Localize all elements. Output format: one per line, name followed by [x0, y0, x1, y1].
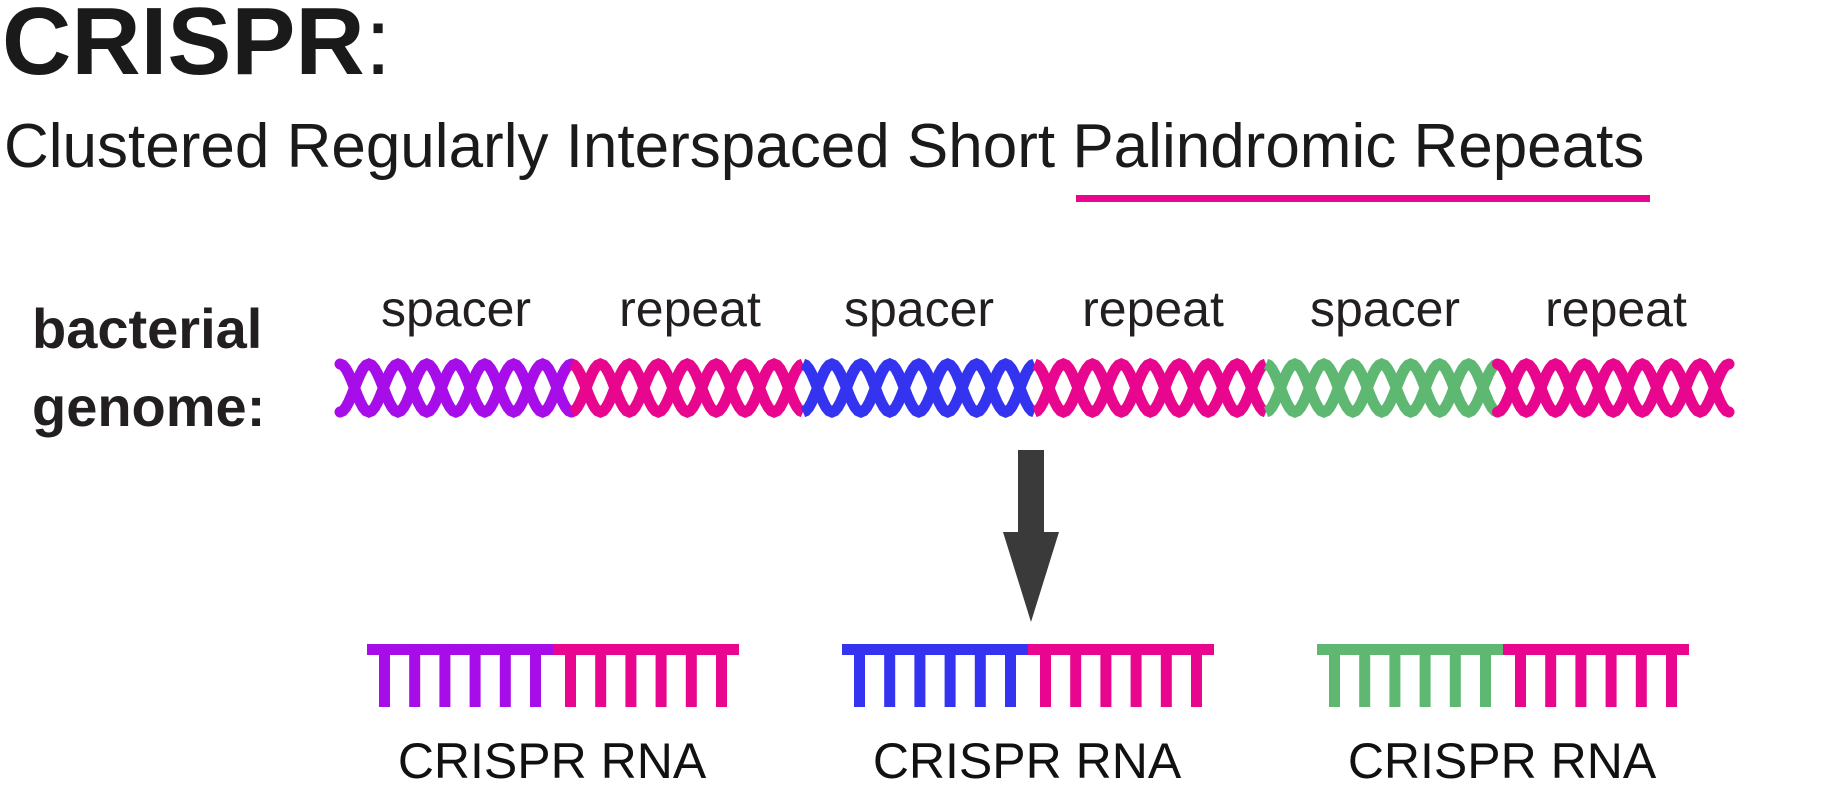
rna-spacer-base	[1359, 644, 1371, 707]
arrow-shaft	[1018, 450, 1044, 540]
rna-spacer-base	[469, 644, 481, 707]
rna-repeat-base	[685, 644, 697, 707]
rna-repeat-base	[1191, 644, 1202, 707]
helix-strand-spacer	[800, 358, 1037, 418]
rna-repeat-backbone	[553, 644, 739, 655]
rna-spacer-base	[1329, 644, 1340, 707]
rna-repeat-base	[1040, 644, 1051, 707]
genome-label-line1: bacterial	[32, 297, 263, 360]
dna-helix	[334, 358, 1735, 418]
rna-repeat-base	[716, 644, 727, 707]
segment-label: repeat	[1082, 281, 1224, 337]
rna-repeat-base	[655, 644, 667, 707]
arrow-head	[1003, 532, 1059, 622]
rna-repeat-base	[565, 644, 576, 707]
rna-repeat-base	[1635, 644, 1647, 707]
rna-repeat-base	[1575, 644, 1587, 707]
rna-repeat-base	[1666, 644, 1677, 707]
rna-repeat-base	[625, 644, 637, 707]
subtitle-prefix: Clustered Regularly Interspaced Short	[4, 112, 1073, 181]
helix-strand-spacer	[1263, 358, 1500, 418]
rna-repeat-backbone	[1503, 644, 1689, 655]
segment-label: repeat	[1545, 281, 1687, 337]
subtitle-underlined-text: Palindromic Repeats	[1072, 112, 1645, 181]
rna-label: CRISPR RNA	[872, 733, 1182, 789]
rna-repeat-base	[595, 644, 607, 707]
helix-strand-repeat	[1032, 358, 1269, 418]
segment-label: spacer	[380, 281, 532, 337]
rna-spacer-base	[854, 644, 865, 707]
helix-strand-spacer	[800, 358, 1037, 418]
segment-label: repeat	[619, 281, 761, 337]
rna-spacer-base	[974, 644, 986, 707]
rna-spacer-backbone	[367, 644, 553, 655]
rna-spacer-base	[379, 644, 390, 707]
genome-label: bacterial genome:	[32, 290, 265, 447]
segment-label: spacer	[843, 281, 995, 337]
rna-spacer-base	[530, 644, 541, 707]
helix-strand-repeat	[1492, 358, 1735, 418]
rna-repeat-base	[1100, 644, 1112, 707]
rna-spacer-base	[409, 644, 421, 707]
segment-label: spacer	[1309, 281, 1461, 337]
helix-strand-spacer	[334, 358, 577, 418]
rna-repeat-backbone	[1028, 644, 1214, 655]
rna-spacer-base	[1480, 644, 1491, 707]
title-acronym: CRISPR	[2, 0, 365, 95]
rna-repeat-base	[1130, 644, 1142, 707]
rna-spacer-base	[884, 644, 896, 707]
helix-strand-repeat	[569, 358, 806, 418]
rna-spacer-base	[1449, 644, 1461, 707]
rna-repeat-base	[1545, 644, 1557, 707]
crispr-rnas	[367, 644, 1689, 707]
subtitle-underline	[1076, 195, 1651, 202]
rna-spacer-backbone	[842, 644, 1028, 655]
page-title: CRISPR:	[2, 0, 391, 90]
helix-strand-repeat	[569, 358, 806, 418]
transcription-arrow	[1003, 450, 1059, 622]
rna-spacer-base	[1005, 644, 1016, 707]
helix-strand-spacer	[1263, 358, 1500, 418]
rna-repeat-base	[1160, 644, 1172, 707]
title-colon: :	[364, 0, 392, 95]
rna-spacer-base	[1419, 644, 1431, 707]
rna-spacer-base	[914, 644, 926, 707]
rna-spacer-base	[1389, 644, 1401, 707]
rna-spacer-base	[439, 644, 451, 707]
rna-spacer-base	[944, 644, 956, 707]
helix-strand-repeat	[1492, 358, 1735, 418]
genome-label-line2: genome:	[32, 375, 266, 439]
subtitle: Clustered Regularly Interspaced Short Pa…	[4, 116, 1651, 202]
rna-repeat-base	[1515, 644, 1526, 707]
rna-label: CRISPR RNA	[1347, 733, 1657, 789]
rna-label: CRISPR RNA	[397, 733, 707, 789]
rna-spacer-base	[499, 644, 511, 707]
subtitle-underlined-term: Palindromic Repeats	[1072, 116, 1651, 202]
helix-strand-repeat	[1032, 358, 1269, 418]
rna-repeat-base	[1070, 644, 1082, 707]
rna-spacer-backbone	[1317, 644, 1503, 655]
helix-strand-spacer	[334, 358, 577, 418]
rna-repeat-base	[1605, 644, 1617, 707]
